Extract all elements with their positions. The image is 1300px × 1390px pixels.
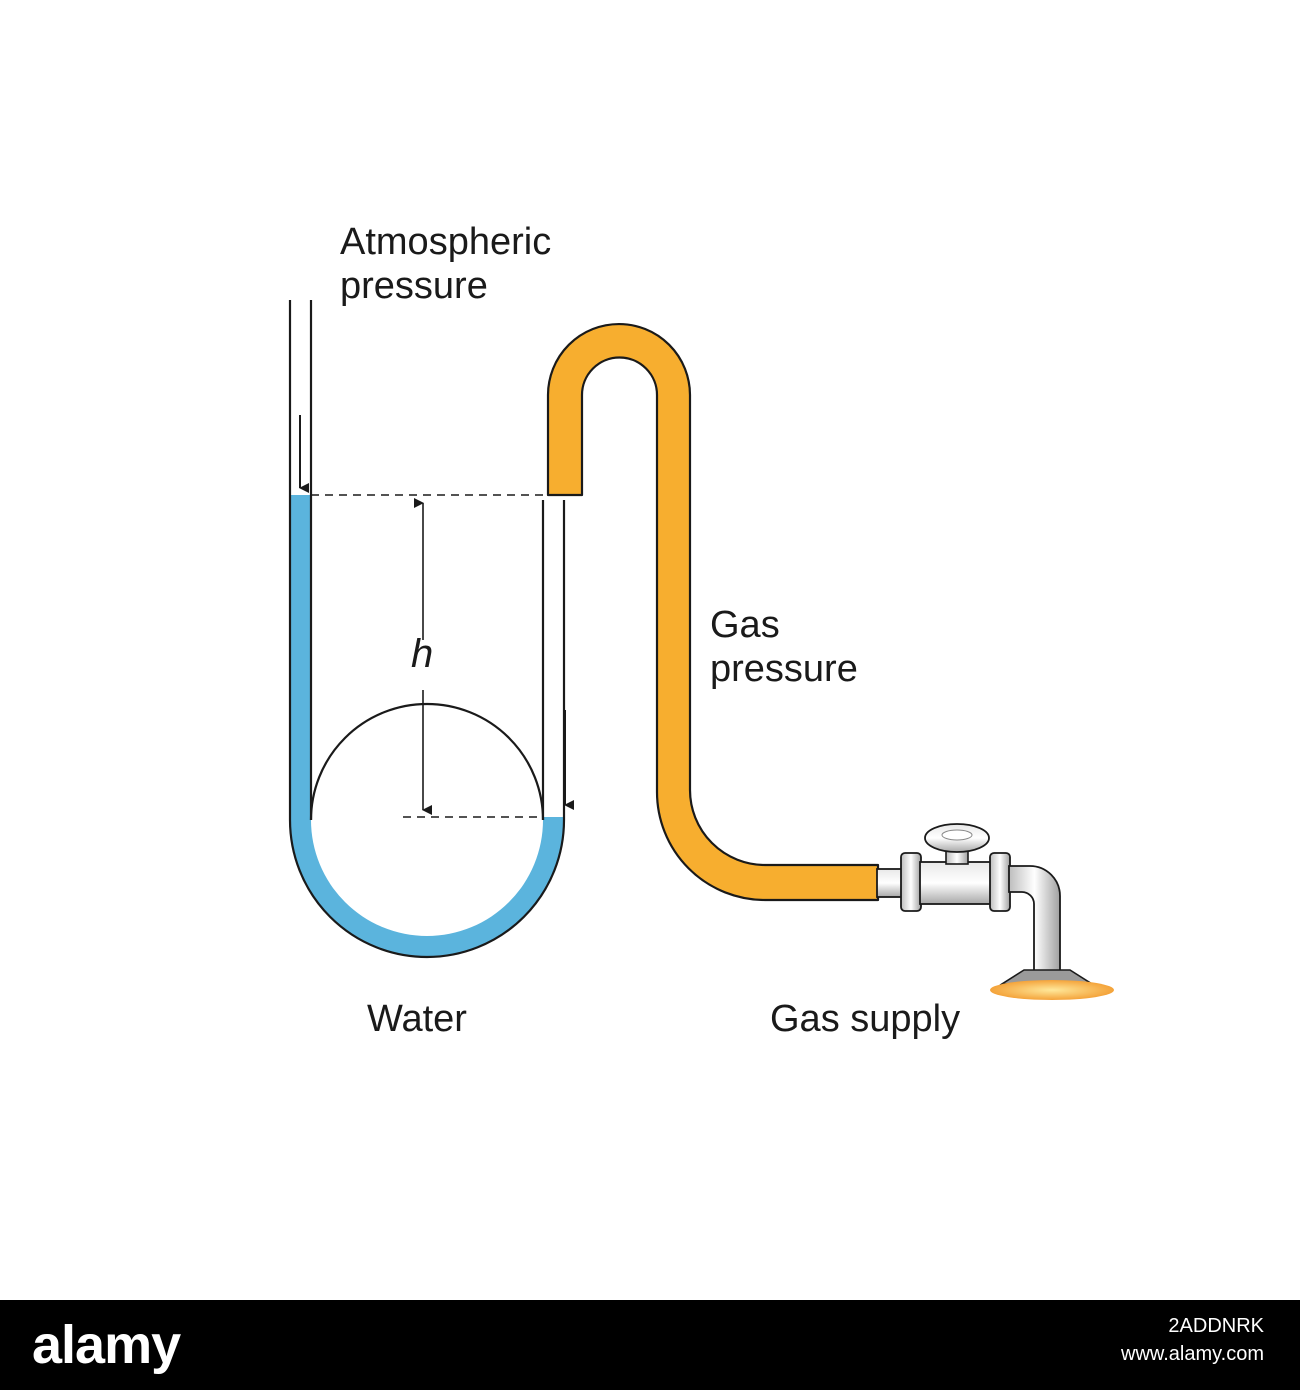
gas-supply-label: Gas supply <box>770 998 961 1040</box>
height-label: h <box>411 632 434 676</box>
footer-info: 2ADDNRK www.alamy.com <box>1121 1312 1264 1368</box>
u-bend-inner-wall <box>309 702 545 821</box>
atmospheric-pressure-label: Atmospheric pressure <box>340 220 551 308</box>
water-column <box>290 495 564 957</box>
gas-valve <box>876 823 1114 1000</box>
u-tube-manometer-diagram <box>288 300 1114 1000</box>
gas-label-line2: pressure <box>710 648 858 690</box>
brand-logo: alamy <box>32 1315 181 1375</box>
gas-label-line1: Gas <box>710 604 780 646</box>
gas-hose <box>546 322 880 902</box>
water-label: Water <box>367 998 467 1040</box>
image-id: 2ADDNRK <box>1168 1315 1264 1337</box>
atmospheric-label-line1: Atmospheric <box>340 221 552 263</box>
gas-supply-glow <box>990 980 1114 1000</box>
site-url: www.alamy.com <box>1121 1343 1264 1365</box>
gas-pressure-label: Gas pressure <box>710 603 858 691</box>
u-bend-outer-wall <box>288 819 566 959</box>
atmospheric-label-line2: pressure <box>340 265 488 307</box>
watermark-footer: alamy 2ADDNRK www.alamy.com <box>0 1300 1300 1390</box>
